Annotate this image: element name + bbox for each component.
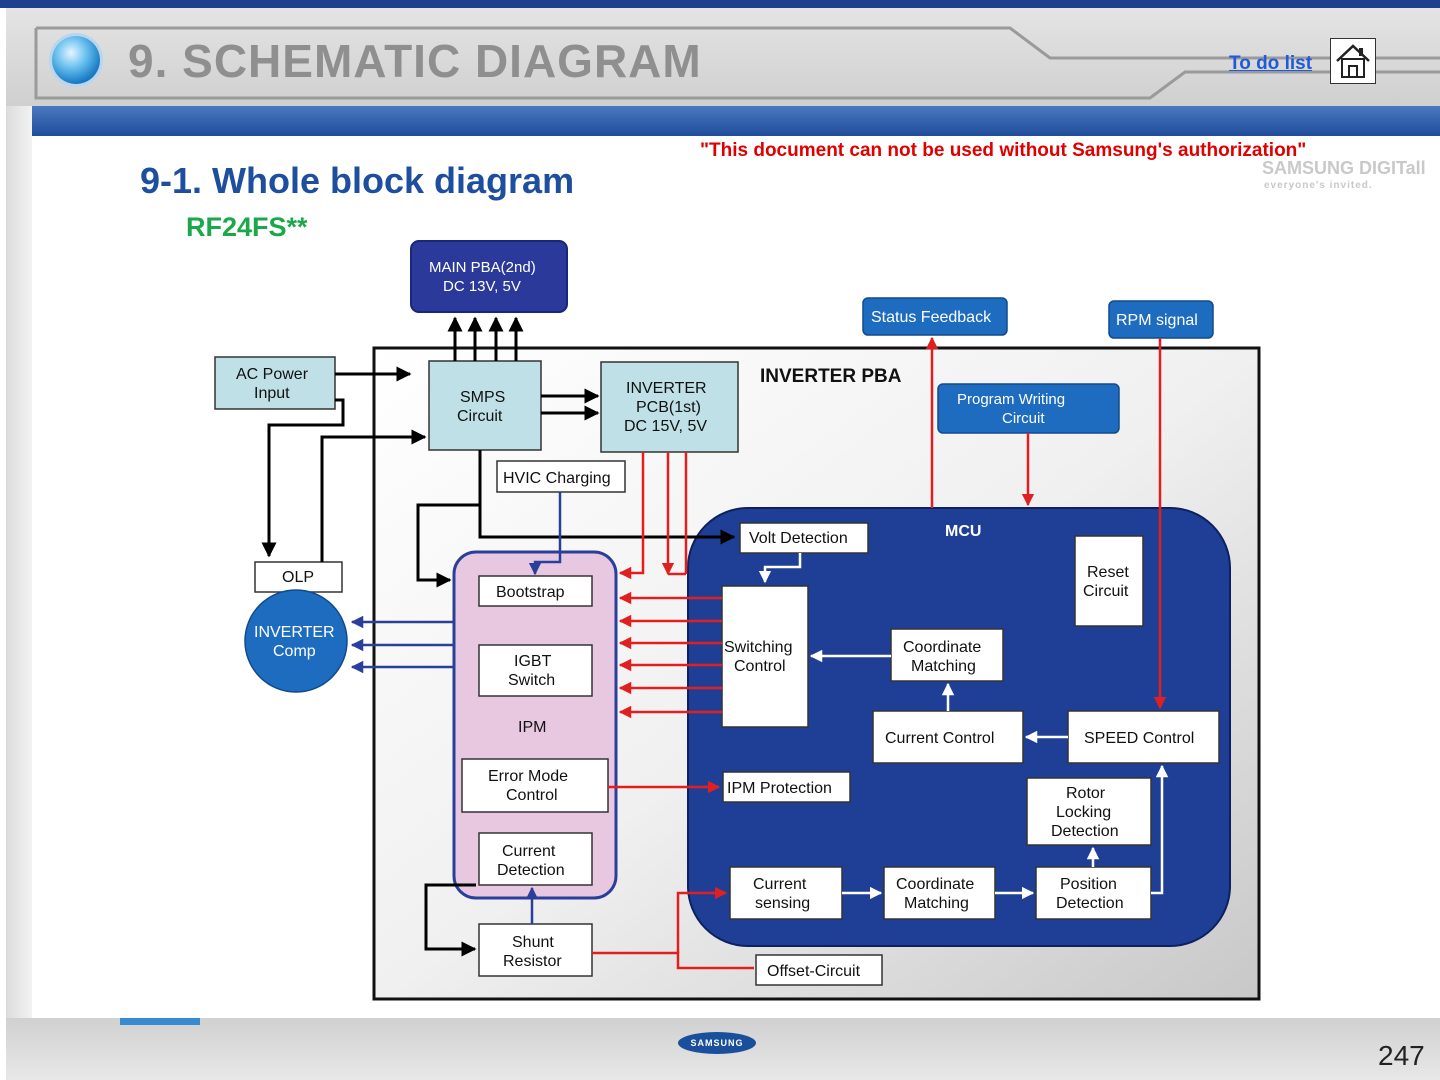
- ipm-protection-box: [722, 771, 851, 803]
- main-pba-line2: DC 13V, 5V: [443, 278, 521, 295]
- rotor-locking-box: [1026, 777, 1152, 846]
- status-feedback-label: Status Feedback: [871, 309, 992, 326]
- main-pba-line1: MAIN PBA(2nd): [429, 259, 536, 276]
- inverter-comp-line2: Comp: [273, 643, 316, 660]
- current-sensing-box: [729, 866, 843, 920]
- page-title: 9. SCHEMATIC DIAGRAM: [128, 35, 702, 87]
- volt-detection-label: Volt Detection: [749, 530, 848, 547]
- inverter-pcb-line1: INVERTER: [626, 380, 707, 397]
- header-logo-icon: [52, 36, 100, 84]
- ipm-protection-label: IPM Protection: [727, 780, 832, 797]
- coordinate-matching-bottom-line1: Coordinate: [896, 876, 974, 893]
- mcu-label: MCU: [945, 523, 981, 540]
- current-detection-box: [478, 832, 593, 886]
- error-mode-line1: Error Mode: [488, 768, 568, 785]
- status-feedback-box: [862, 297, 1008, 336]
- power-connectors: [261, 316, 736, 957]
- igbt-switch-line2: Switch: [508, 672, 555, 689]
- offset-circuit-box: [755, 954, 883, 986]
- offset-circuit-label: Offset-Circuit: [767, 963, 861, 980]
- inverter-pba-label: INVERTER PBA: [760, 366, 902, 387]
- rpm-signal-label: RPM signal: [1116, 312, 1198, 329]
- position-detection-box: [1035, 866, 1152, 920]
- reset-circuit-line1: Reset: [1087, 564, 1129, 581]
- watermark-tagline: everyone's invited.: [1264, 180, 1373, 191]
- switching-control-box: [721, 585, 809, 728]
- rotor-locking-line2: Locking: [1056, 804, 1111, 821]
- samsung-logo: SAMSUNG: [678, 1032, 756, 1054]
- white-connectors: [758, 553, 1169, 900]
- program-writing-line1: Program Writing: [957, 391, 1065, 408]
- home-icon: [1336, 44, 1370, 78]
- current-sensing-line1: Current: [753, 876, 807, 893]
- navy-connectors: [350, 492, 562, 924]
- coordinate-matching-bottom-box: [883, 866, 996, 920]
- current-sensing-line2: sensing: [755, 895, 810, 912]
- igbt-switch-line1: IGBT: [514, 653, 552, 670]
- error-mode-box: [461, 758, 609, 813]
- shunt-resistor-box: [478, 923, 593, 977]
- coordinate-matching-top-box: [890, 628, 1004, 682]
- todo-list-link[interactable]: To do list: [1229, 53, 1313, 74]
- shunt-resistor-line2: Resistor: [503, 953, 562, 970]
- ac-power-line1: AC Power: [236, 366, 309, 383]
- main-pba-box: [410, 240, 568, 313]
- volt-detection-box: [739, 522, 869, 554]
- inverter-comp-circle: [244, 589, 348, 693]
- inverter-pcb-box: [600, 361, 739, 453]
- current-control-label: Current Control: [885, 730, 994, 747]
- olp-label: OLP: [282, 569, 314, 586]
- smps-line1: SMPS: [460, 389, 505, 406]
- header-blue-band: [6, 106, 1440, 136]
- inverter-pcb-line3: DC 15V, 5V: [624, 418, 707, 435]
- position-detection-line1: Position: [1060, 876, 1117, 893]
- speed-control-label: SPEED Control: [1084, 730, 1194, 747]
- inverter-pcb-line2: PCB(1st): [636, 399, 701, 416]
- samsung-digitall-watermark: SAMSUNG DIGITall: [1262, 158, 1426, 178]
- switching-control-line1: Switching: [724, 639, 792, 656]
- top-bar: [0, 0, 1440, 8]
- shunt-resistor-line1: Shunt: [512, 934, 554, 951]
- current-detection-line1: Current: [502, 843, 556, 860]
- bootstrap-box: [478, 575, 593, 607]
- page-number: 247: [1378, 1040, 1425, 1071]
- position-detection-line2: Detection: [1056, 895, 1124, 912]
- switching-control-line2: Control: [734, 658, 786, 675]
- rotor-locking-line1: Rotor: [1066, 785, 1106, 802]
- reset-circuit-box: [1074, 535, 1144, 627]
- coordinate-matching-bottom-line2: Matching: [904, 895, 969, 912]
- coordinate-matching-top-line1: Coordinate: [903, 639, 981, 656]
- ac-power-line2: Input: [254, 385, 290, 402]
- igbt-switch-box: [478, 644, 593, 697]
- reset-circuit-line2: Circuit: [1083, 583, 1129, 600]
- header-frame-lines: [34, 26, 1440, 100]
- program-writing-line2: Circuit: [1002, 410, 1045, 427]
- smps-line2: Circuit: [457, 408, 503, 425]
- olp-box: [254, 561, 343, 593]
- error-mode-line2: Control: [506, 787, 558, 804]
- current-detection-line2: Detection: [497, 862, 565, 879]
- red-connectors: [592, 336, 1167, 970]
- home-button[interactable]: [1330, 38, 1376, 84]
- coordinate-matching-top-line2: Matching: [911, 658, 976, 675]
- smps-box: [428, 360, 542, 451]
- authorization-notice: "This document can not be used without S…: [700, 140, 1307, 161]
- model-number: RF24FS**: [186, 212, 308, 242]
- section-title: 9-1. Whole block diagram: [140, 160, 575, 201]
- speed-control-box: [1067, 710, 1220, 764]
- inverter-comp-line1: INVERTER: [254, 624, 335, 641]
- hvic-charging-label: HVIC Charging: [503, 470, 611, 487]
- hvic-charging-box: [496, 460, 626, 493]
- footer-accent: [120, 1018, 200, 1025]
- bootstrap-label: Bootstrap: [496, 584, 565, 601]
- rotor-locking-line3: Detection: [1051, 823, 1119, 840]
- ac-power-box: [214, 356, 336, 410]
- ipm-label: IPM: [518, 719, 546, 736]
- left-band: [6, 106, 32, 1072]
